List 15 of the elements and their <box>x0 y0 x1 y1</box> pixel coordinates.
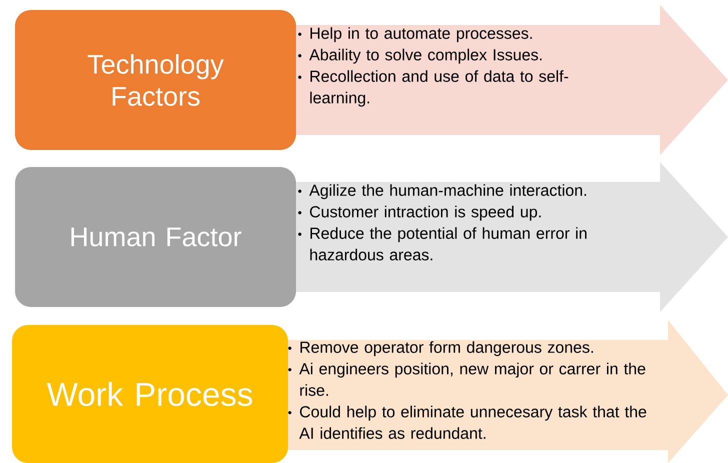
bullet-item: Remove operator form dangerous zones. <box>300 341 593 356</box>
title-box: Work Process <box>12 325 288 463</box>
arrow-shape <box>296 162 728 312</box>
bullet-item: Could help to eliminate unnecesary task that the AI identifies as redundant. <box>299 406 646 439</box>
bullet-item: Customer intraction is speed up. <box>310 206 541 221</box>
arrow-shape <box>288 320 728 463</box>
bullet-item: Agilize the human-machine interaction. <box>309 184 586 200</box>
title-box: Human Factor <box>15 167 296 307</box>
bullet-item: Help in to automate processes. <box>310 27 532 42</box>
bullet-item: Reduce the potential of human error in hazardous areas. <box>310 227 586 260</box>
arrow-shape <box>296 5 728 155</box>
bullet-item: Abaility to solve complex Issues. <box>309 48 542 64</box>
bullet-item: Ai engineers position, new major or carrer in the rise. <box>299 362 646 396</box>
title-box: Technology Factors <box>15 10 296 150</box>
bullet-item: Recollection and use of data to self-learning. <box>310 70 568 107</box>
